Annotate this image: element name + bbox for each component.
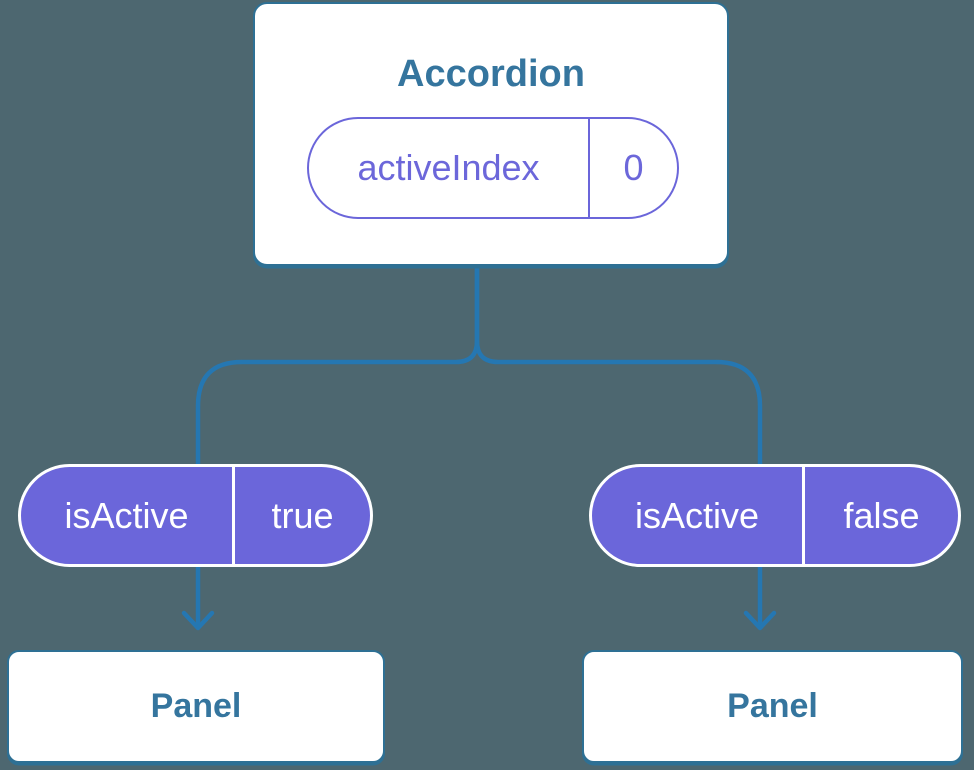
state-value: 0: [588, 119, 677, 217]
arrow-down-icon: [181, 610, 215, 631]
prop-name: isActive: [634, 494, 760, 536]
prop-name: isActive: [64, 494, 189, 536]
active-index-state-pill: activeIndex 0: [307, 117, 679, 219]
prop-value: true: [232, 467, 370, 564]
connector-left-branch: [195, 263, 480, 629]
panel-label: Panel: [150, 687, 242, 725]
accordion-title: Accordion: [397, 53, 585, 95]
panel-label: Panel: [727, 687, 818, 725]
connector-right-branch: [474, 263, 763, 629]
panel-node-right: Panel: [582, 650, 963, 763]
prop-value: false: [802, 467, 958, 564]
accordion-node: Accordion activeIndex 0: [253, 2, 729, 266]
arrow-down-icon: [743, 610, 777, 631]
panel-node-left: Panel: [7, 650, 385, 763]
is-active-prop-pill-false: isActive false: [589, 464, 961, 567]
state-name: activeIndex: [357, 147, 540, 188]
is-active-prop-pill-true: isActive true: [18, 464, 373, 567]
